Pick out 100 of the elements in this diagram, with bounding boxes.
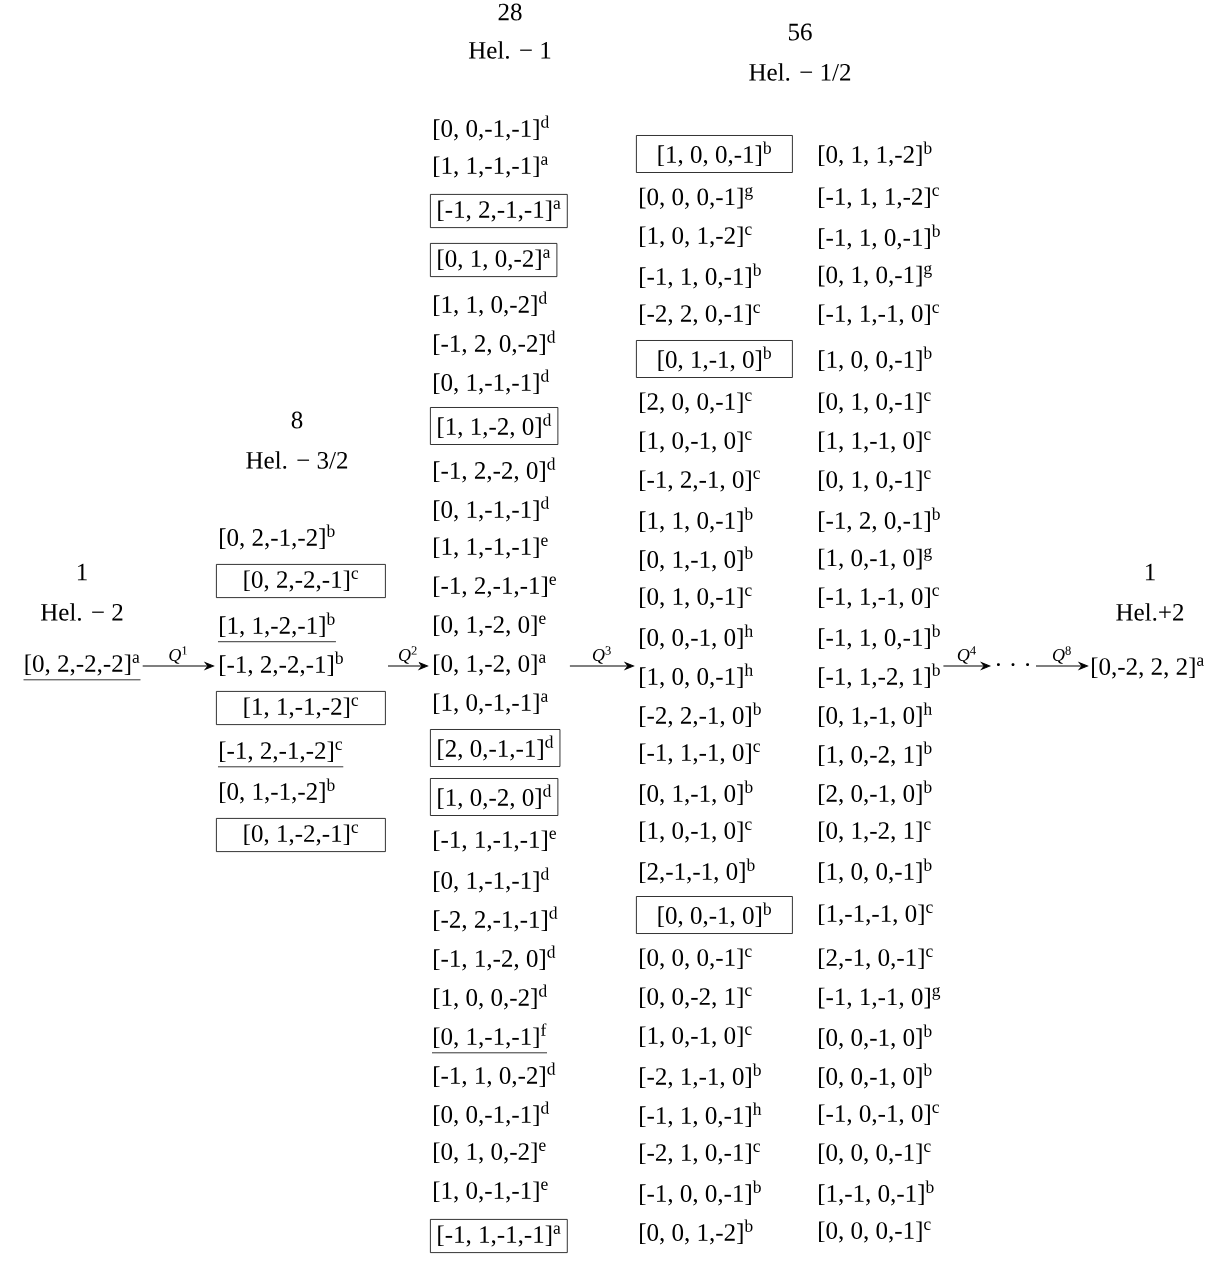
weight-label: [1, 0, 0,-1]$^{h}$ xyxy=(640,663,753,689)
weight-label: [1, 1,-1,-1]$^{a}$ xyxy=(434,156,549,178)
arrow xyxy=(1035,662,1088,670)
boxed-weight: [1, 0, 0,-1]$^{b}$ xyxy=(636,135,793,173)
weight-label: [1, 0,-2, 1]$^{b}$ xyxy=(819,741,932,767)
weight-label: [-1, 0, 0,-1]$^{b}$ xyxy=(640,1180,761,1206)
weight-label: [-2, 1, 0,-1]$^{c}$ xyxy=(640,1143,760,1165)
arrow xyxy=(942,662,991,670)
weight-label: [-1, 1, 0,-1]$^{b}$ xyxy=(640,263,761,289)
weight-label: [0,-2, 2, 2]$^{a}$ xyxy=(1092,657,1204,679)
weight-label: [1, 1, 0,-1]$^{b}$ xyxy=(640,507,753,533)
weight-label: [0, 1,-1,-1]$^{f}$ xyxy=(434,1023,547,1049)
weight-label: [0, 0,-2, 1]$^{c}$ xyxy=(640,987,752,1009)
weight-label: [2,-1, 0,-1]$^{c}$ xyxy=(819,948,933,970)
weight-label: [-2, 2, 0,-1]$^{c}$ xyxy=(640,304,760,326)
weight-label: [0, 1,-1, 0]$^{h}$ xyxy=(819,702,932,728)
weight-label: [1, 0, 0,-1]$^{b}$ xyxy=(819,858,932,884)
weight-label: [0, 1, 0,-2]$^{e}$ xyxy=(434,1142,546,1164)
weight-label: [-2, 2,-1, 0]$^{b}$ xyxy=(640,702,761,728)
weight-label: [0, 0, 0,-1]$^{c}$ xyxy=(819,1221,931,1243)
weight-label: [1, 0,-1, 0]$^{c}$ xyxy=(640,431,752,453)
boxed-weight: [0, 1, 0,-2]$^{a}$ xyxy=(430,243,558,277)
arrow xyxy=(387,662,428,670)
helicity-label: Hel.+2 xyxy=(1116,603,1184,621)
weight-label: [-1, 1, 0,-1]$^{b}$ xyxy=(819,224,940,250)
weight-label: [1, 0, 0,-1]$^{b}$ xyxy=(819,346,932,372)
weight-label: [-1, 1, 1,-2]$^{c}$ xyxy=(819,187,939,209)
weight-label: [0, 1,-1,-2]$^{b}$ xyxy=(220,778,335,804)
boxed-weight: [0, 1,-2,-1]$^{c}$ xyxy=(216,818,386,852)
weight-label: [2,-1,-1, 0]$^{b}$ xyxy=(640,858,755,884)
weight-label: [0, 1,-2, 0]$^{e}$ xyxy=(434,615,546,637)
edge-label: Q$^{2}$ xyxy=(397,645,419,665)
weight-label: [0, 1,-1,-1]$^{d}$ xyxy=(434,369,550,395)
weight-label: [-2, 1,-1, 0]$^{b}$ xyxy=(640,1063,761,1089)
edge-label: Q$^{8}$ xyxy=(1050,645,1073,665)
weight-label: [-1, 1,-1, 0]$^{c}$ xyxy=(819,587,939,609)
weight-label: [0, 0, 0,-1]$^{g}$ xyxy=(640,187,753,209)
weight-label: [1, 1,-2,-1]$^{b}$ xyxy=(220,612,335,638)
weight-label: [0, 0,-1, 0]$^{b}$ xyxy=(819,1063,932,1089)
arrow xyxy=(142,662,214,670)
weight-label: [0, 0,-1, 0]$^{h}$ xyxy=(640,624,753,650)
weight-label: [1, 1,-1,-1]$^{e}$ xyxy=(434,537,548,559)
weight-label: [-1, 1,-1,-1]$^{e}$ xyxy=(434,830,556,852)
weight-label: [0, 0,-1,-1]$^{d}$ xyxy=(434,115,550,141)
boxed-weight: [1, 1,-1,-2]$^{c}$ xyxy=(216,691,386,725)
weight-label: [0, 1,-1, 0]$^{b}$ xyxy=(640,546,753,572)
weight-label: [-1, 2,-1,-2]$^{c}$ xyxy=(220,741,343,763)
boxed-weight: [-1, 1,-1,-1]$^{a}$ xyxy=(430,1219,568,1253)
boxed-weight: [-1, 2,-1,-1]$^{a}$ xyxy=(430,194,568,228)
weight-label: [0, 0, 1,-2]$^{b}$ xyxy=(640,1219,753,1245)
weight-label: [0, 1, 0,-1]$^{c}$ xyxy=(819,470,931,492)
weight-label: [1, 0,-1, 0]$^{c}$ xyxy=(640,1026,752,1048)
weight-label: [-1, 1, 0,-1]$^{b}$ xyxy=(819,624,940,650)
count-label: 28 xyxy=(498,3,522,21)
weight-label: [-1, 1,-2, 0]$^{d}$ xyxy=(434,945,556,971)
count-label: 56 xyxy=(788,23,812,41)
weight-label: [-1, 2,-2, 0]$^{d}$ xyxy=(434,457,556,483)
weight-label: [-2, 2,-1,-1]$^{d}$ xyxy=(434,906,558,932)
weight-label: [-1, 1, 0,-1]$^{h}$ xyxy=(640,1102,762,1128)
helicity-label: Hel. − 1 xyxy=(468,41,551,59)
weight-label: [-1, 1,-2, 1]$^{b}$ xyxy=(819,663,940,689)
boxed-weight: [0, 2,-2,-1]$^{c}$ xyxy=(216,564,386,598)
weight-label: [0, 0, 0,-1]$^{c}$ xyxy=(640,948,752,970)
weight-label: [2, 0, 0,-1]$^{c}$ xyxy=(640,392,752,414)
edge-label: Q$^{3}$ xyxy=(590,645,613,665)
edge-label: Q$^{1}$ xyxy=(167,645,190,665)
helicity-label: Hel. − 2 xyxy=(40,603,123,621)
weight-label: [-1, 1,-1, 0]$^{c}$ xyxy=(819,304,939,326)
count-label: 1 xyxy=(77,563,87,581)
weight-label: [1, 0,-1, 0]$^{g}$ xyxy=(819,548,932,570)
edge-label: Q$^{4}$ xyxy=(955,645,978,665)
weight-label: [1, 0,-1,-1]$^{e}$ xyxy=(434,1181,548,1203)
weight-label: [0, 2,-2,-2]$^{a}$ xyxy=(25,654,140,676)
weight-label: [-1, 1, 0,-2]$^{d}$ xyxy=(434,1062,556,1088)
weight-label: [1, 0, 1,-2]$^{c}$ xyxy=(640,226,752,248)
weight-label: [0, 1, 1,-2]$^{b}$ xyxy=(819,141,932,167)
weight-label: [0, 1, 0,-1]$^{g}$ xyxy=(819,265,932,287)
weight-label: [1, 1, 0,-2]$^{d}$ xyxy=(434,291,547,317)
weight-label: [2, 0,-1, 0]$^{b}$ xyxy=(819,780,932,806)
weight-label: [0, 2,-1,-2]$^{b}$ xyxy=(220,524,335,550)
weight-label: [1, 0,-1,-1]$^{a}$ xyxy=(434,693,549,715)
weight-label: [-1, 1,-1, 0]$^{g}$ xyxy=(819,987,941,1009)
count-label: 1 xyxy=(1145,563,1155,581)
weight-label: [0, 0,-1,-1]$^{d}$ xyxy=(434,1101,550,1127)
weight-label: [-1, 2, 0,-1]$^{b}$ xyxy=(819,507,940,533)
weight-label: [1, 0,-1, 0]$^{c}$ xyxy=(640,821,752,843)
weight-label: [1, 1,-1, 0]$^{c}$ xyxy=(819,431,931,453)
weight-label: [0, 1,-1,-1]$^{d}$ xyxy=(434,496,550,522)
helicity-label: Hel. − 3/2 xyxy=(246,451,348,469)
arrow xyxy=(569,662,634,670)
weight-label: [1, 0, 0,-2]$^{d}$ xyxy=(434,984,547,1010)
weight-label: [1,-1, 0,-1]$^{b}$ xyxy=(819,1180,934,1206)
weight-label: [0, 0,-1, 0]$^{b}$ xyxy=(819,1024,932,1050)
weight-label: [-1, 0,-1, 0]$^{c}$ xyxy=(819,1104,939,1126)
boxed-weight: [1, 1,-2, 0]$^{d}$ xyxy=(430,407,559,445)
helicity-label: Hel. − 1/2 xyxy=(749,63,851,81)
weight-label: [0, 1,-1,-1]$^{d}$ xyxy=(434,867,550,893)
weight-label: [-1, 2, 0,-2]$^{d}$ xyxy=(434,330,556,356)
boxed-weight: [1, 0,-2, 0]$^{d}$ xyxy=(430,778,559,816)
weight-label: [0, 1, 0,-1]$^{c}$ xyxy=(640,587,752,609)
